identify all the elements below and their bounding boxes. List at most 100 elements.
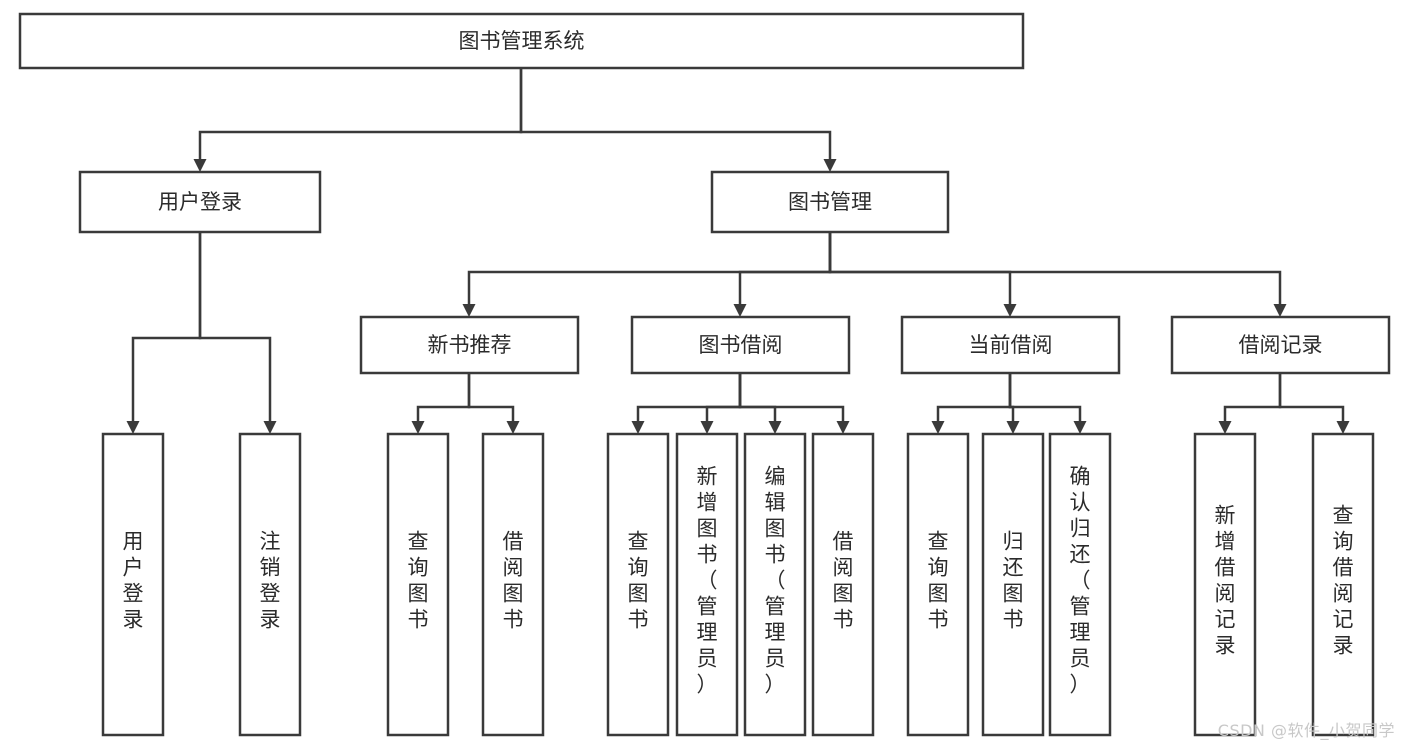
arrow-head-icon — [931, 421, 945, 434]
connector — [462, 232, 832, 317]
level1-box[interactable] — [710, 170, 950, 234]
connector — [738, 373, 782, 434]
level1-node[interactable]: 用户登录 — [78, 170, 322, 234]
connector — [467, 373, 520, 434]
leaf-node[interactable]: 借阅图书 — [811, 432, 875, 737]
leaf-label: 用户登录 — [123, 530, 144, 632]
arrow-head-icon — [1336, 421, 1350, 434]
leaf-label: 注销登录 — [260, 530, 281, 632]
level1-node[interactable]: 图书管理 — [710, 170, 950, 234]
connector — [193, 68, 523, 172]
node-layer: 图书管理系统用户登录图书管理新书推荐图书借阅当前借阅借阅记录用户登录注销登录查询… — [18, 12, 1391, 737]
root-label: 图书管理系统 — [459, 29, 585, 53]
arrow-head-icon — [462, 304, 476, 317]
leaf-box[interactable] — [238, 432, 302, 737]
leaf-label: 新增借阅记录 — [1215, 504, 1236, 658]
leaf-box[interactable] — [481, 432, 545, 737]
leaf-node[interactable]: 编辑图书（管理员） — [743, 432, 807, 737]
leaf-node[interactable]: 查询图书 — [906, 432, 970, 737]
leaf-node[interactable]: 新增图书（管理员） — [675, 432, 739, 737]
level2-node[interactable]: 借阅记录 — [1170, 315, 1391, 375]
connector — [700, 373, 742, 434]
leaf-label: 查询借阅记录 — [1333, 504, 1354, 658]
leaf-label: 新增图书（管理员） — [697, 465, 718, 697]
connector — [1008, 373, 1087, 434]
leaf-box[interactable] — [1193, 432, 1257, 737]
arrow-head-icon — [836, 421, 850, 434]
watermark-text: CSDN @软件_小贺同学 — [1217, 721, 1395, 740]
leaf-box[interactable] — [1311, 432, 1375, 737]
leaf-box[interactable] — [811, 432, 875, 737]
arrow-head-icon — [768, 421, 782, 434]
leaf-node[interactable]: 借阅图书 — [481, 432, 545, 737]
arrow-head-icon — [1006, 421, 1020, 434]
connector — [1218, 373, 1282, 434]
leaf-box[interactable] — [981, 432, 1045, 737]
connector — [411, 373, 471, 434]
arrow-head-icon — [631, 421, 645, 434]
arrow-head-icon — [506, 421, 520, 434]
arrow-head-icon — [193, 159, 207, 172]
leaf-node[interactable]: 查询借阅记录 — [1311, 432, 1375, 737]
level1-label: 图书管理 — [788, 190, 872, 214]
root-node[interactable]: 图书管理系统 — [18, 12, 1025, 70]
connector — [198, 232, 277, 434]
level2-box[interactable] — [900, 315, 1121, 375]
connector — [931, 373, 1012, 434]
level2-box[interactable] — [1170, 315, 1391, 375]
connector — [1278, 373, 1350, 434]
leaf-node[interactable]: 归还图书 — [981, 432, 1045, 737]
arrow-head-icon — [263, 421, 277, 434]
leaf-node[interactable]: 新增借阅记录 — [1193, 432, 1257, 737]
connector — [828, 232, 1287, 317]
leaf-node[interactable]: 注销登录 — [238, 432, 302, 737]
level2-label: 借阅记录 — [1239, 333, 1323, 357]
arrow-head-icon — [823, 159, 837, 172]
arrow-head-icon — [1218, 421, 1232, 434]
connector — [519, 68, 837, 172]
leaf-node[interactable]: 查询图书 — [606, 432, 670, 737]
leaf-label: 借阅图书 — [833, 530, 854, 632]
leaf-node[interactable]: 查询图书 — [386, 432, 450, 737]
arrow-head-icon — [1273, 304, 1287, 317]
leaf-label: 确认归还（管理员） — [1070, 465, 1091, 697]
arrow-head-icon — [126, 421, 140, 434]
arrow-head-icon — [1003, 304, 1017, 317]
connector — [1006, 373, 1020, 434]
leaf-box[interactable] — [606, 432, 670, 737]
root-box[interactable] — [18, 12, 1025, 70]
leaf-node[interactable]: 确认归还（管理员） — [1048, 432, 1112, 737]
leaf-label: 编辑图书（管理员） — [765, 465, 786, 697]
leaf-label: 查询图书 — [408, 530, 429, 632]
level2-node[interactable]: 图书借阅 — [630, 315, 851, 375]
connector-layer — [126, 68, 1350, 434]
level2-label: 当前借阅 — [969, 333, 1053, 357]
level2-label: 新书推荐 — [428, 333, 512, 357]
connector — [126, 232, 202, 434]
leaf-box[interactable] — [1048, 432, 1112, 737]
leaf-label: 查询图书 — [928, 530, 949, 632]
connector — [828, 232, 1017, 317]
leaf-node[interactable]: 用户登录 — [101, 432, 165, 737]
level2-box[interactable] — [630, 315, 851, 375]
level1-box[interactable] — [78, 170, 322, 234]
leaf-label: 归还图书 — [1003, 530, 1024, 632]
leaf-box[interactable] — [675, 432, 739, 737]
connector — [631, 373, 742, 434]
level2-node[interactable]: 新书推荐 — [359, 315, 580, 375]
leaf-label: 借阅图书 — [503, 530, 524, 632]
arrow-head-icon — [700, 421, 714, 434]
level2-label: 图书借阅 — [699, 333, 783, 357]
level2-node[interactable]: 当前借阅 — [900, 315, 1121, 375]
arrow-head-icon — [733, 304, 747, 317]
leaf-label: 查询图书 — [628, 530, 649, 632]
connector — [738, 373, 850, 434]
leaf-box[interactable] — [386, 432, 450, 737]
level2-box[interactable] — [359, 315, 580, 375]
arrow-head-icon — [411, 421, 425, 434]
leaf-box[interactable] — [906, 432, 970, 737]
leaf-box[interactable] — [101, 432, 165, 737]
leaf-box[interactable] — [743, 432, 807, 737]
